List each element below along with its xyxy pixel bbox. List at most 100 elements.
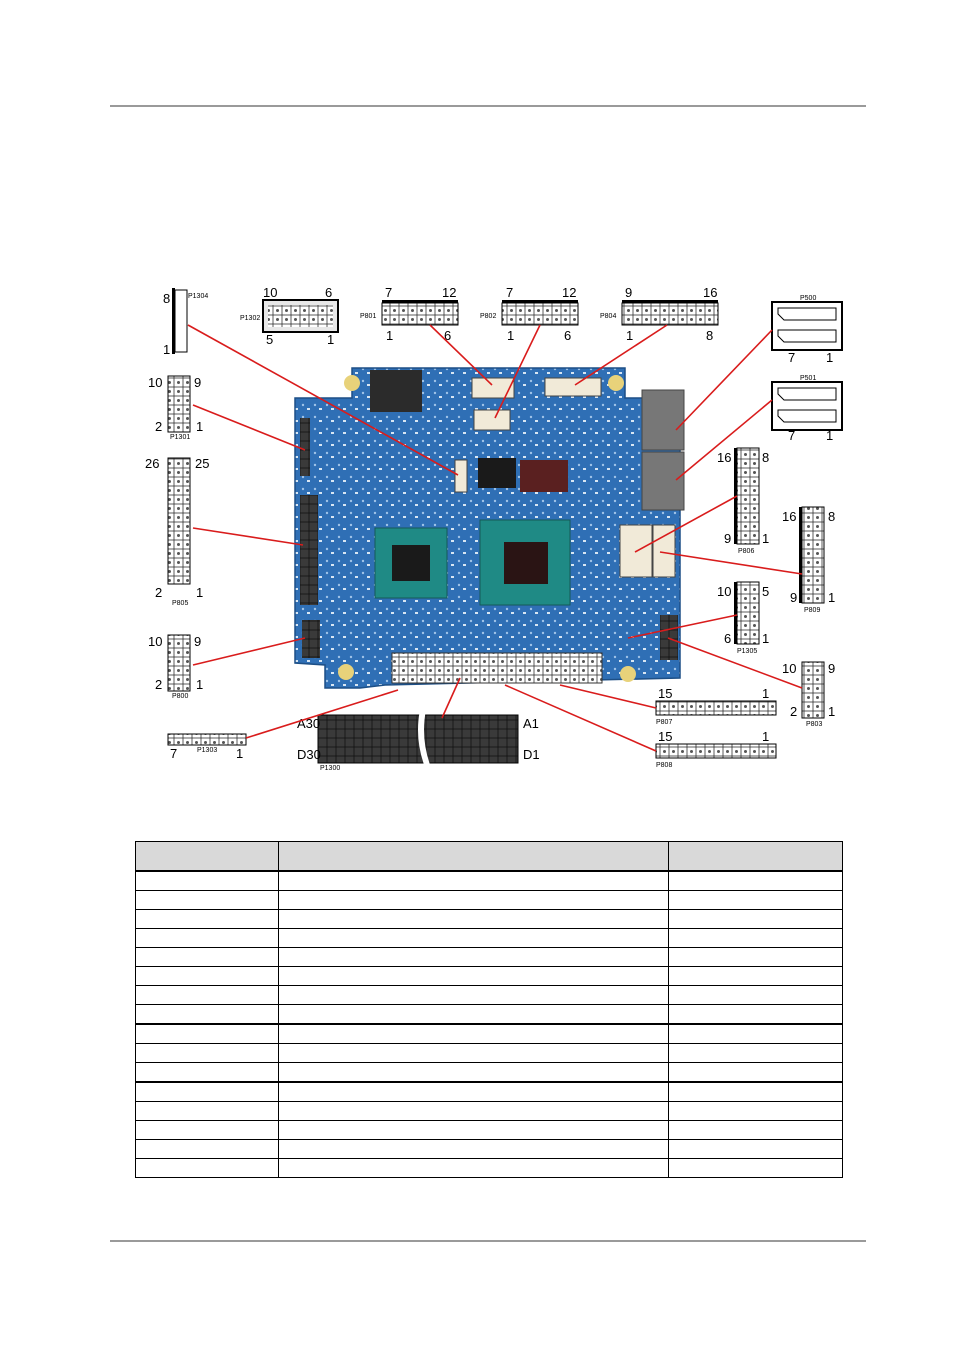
table-row (135, 870, 843, 891)
table-cell (668, 1101, 843, 1121)
pin-label: 9 (790, 590, 797, 605)
table-row (135, 1004, 843, 1025)
table-row (135, 1043, 843, 1063)
connector-p1300: A30 A1 D30 D1 P1300 (297, 710, 540, 772)
pin-label: 16 (717, 450, 731, 465)
table-cell (135, 1043, 279, 1063)
table-cell (135, 1120, 279, 1140)
pin-label: 1 (762, 686, 769, 701)
pin-label: 8 (706, 328, 713, 343)
connector-p806: 16 8 9 1 P806 (717, 447, 769, 555)
label-p1303: P1303 (197, 747, 217, 754)
table-cell (668, 1004, 843, 1025)
pin-label: 9 (724, 531, 731, 546)
connector-p800: 10 9 2 1 P800 (148, 634, 203, 700)
table-cell (668, 1062, 843, 1083)
table-cell (277, 1004, 670, 1025)
table-cell (668, 1081, 843, 1102)
pin-label: 1 (626, 328, 633, 343)
table-cell (135, 890, 279, 910)
connector-p802: 7 12 P802 1 6 (480, 285, 579, 343)
pin-label: 5 (266, 332, 273, 347)
pin-label: 5 (762, 584, 769, 599)
label-p800: P800 (172, 693, 188, 700)
table-cell (668, 1120, 843, 1140)
connector-p803: 10 9 2 1 P803 (782, 661, 835, 728)
table-cell (135, 928, 279, 948)
table-cell (277, 1081, 670, 1102)
pin-label: 6 (564, 328, 571, 343)
table-row (135, 1023, 843, 1044)
pin-label: 1 (826, 350, 833, 365)
pin-label: 16 (782, 509, 796, 524)
table-cell (135, 1081, 279, 1102)
table-row (135, 966, 843, 986)
label-p500: P500 (800, 295, 816, 302)
table-cell (668, 870, 843, 891)
table-cell (668, 1139, 843, 1159)
pin-label: 9 (625, 285, 632, 300)
table-cell (135, 1158, 279, 1178)
label-p806: P806 (738, 548, 754, 555)
table-cell (135, 985, 279, 1005)
table-cell (277, 928, 670, 948)
table-cell (668, 985, 843, 1005)
pin-label: 7 (506, 285, 513, 300)
pin-label: 10 (148, 375, 162, 390)
pin-label: 6 (724, 631, 731, 646)
header-cell (135, 841, 279, 872)
table-cell (135, 1004, 279, 1025)
table-cell (135, 909, 279, 929)
pin-label: 1 (826, 428, 833, 443)
table-row (135, 928, 843, 948)
header-cell (277, 841, 670, 872)
pin-label: 7 (788, 428, 795, 443)
pin-label: 12 (562, 285, 576, 300)
connector-p500: P500 7 1 (771, 295, 843, 365)
label-p804: P804 (600, 313, 616, 320)
leader-lines (187, 324, 803, 752)
table-cell (277, 1120, 670, 1140)
table-cell (277, 985, 670, 1005)
pin-label: 1 (828, 590, 835, 605)
table-row (135, 985, 843, 1005)
label-p1305: P1305 (737, 648, 757, 655)
connector-p1302: 10 6 P1302 5 1 (240, 285, 339, 347)
table-row (135, 1081, 843, 1102)
label-p803: P803 (806, 721, 822, 728)
pin-label: 2 (790, 704, 797, 719)
table-row (135, 890, 843, 910)
label-p1302: P1302 (240, 315, 260, 322)
table-cell (277, 909, 670, 929)
connector-p808: 15 1 P808 (655, 729, 777, 769)
table-row (135, 909, 843, 929)
pin-label: 7 (170, 746, 177, 761)
pin-label: 1 (828, 704, 835, 719)
pin-label: 1 (762, 631, 769, 646)
table-cell (277, 870, 670, 891)
label-p808: P808 (656, 762, 672, 769)
table-cell (668, 947, 843, 967)
connector-p1305: 10 5 6 1 P1305 (717, 581, 769, 655)
connector-p1303: 7 P1303 1 (167, 733, 247, 761)
table-cell (135, 1062, 279, 1083)
pin-label: 16 (703, 285, 717, 300)
pin-label: 1 (196, 419, 203, 434)
pin-label: 15 (658, 686, 672, 701)
connector-p804: 9 16 P804 1 8 (600, 285, 719, 343)
pin-label: 1 (762, 531, 769, 546)
pin-label: 9 (194, 634, 201, 649)
table-row (135, 1120, 843, 1140)
table-cell (277, 966, 670, 986)
pin-label: 1 (507, 328, 514, 343)
table-cell (668, 909, 843, 929)
label-p1301: P1301 (170, 434, 190, 441)
connector-p805: 26 25 2 1 P805 (145, 456, 209, 607)
pin-label: 1 (236, 746, 243, 761)
table-row (135, 1139, 843, 1159)
pin-label: 6 (325, 285, 332, 300)
pin-label: 2 (155, 677, 162, 692)
pin-label: 7 (385, 285, 392, 300)
table-cell (277, 1139, 670, 1159)
table-cell (135, 870, 279, 891)
